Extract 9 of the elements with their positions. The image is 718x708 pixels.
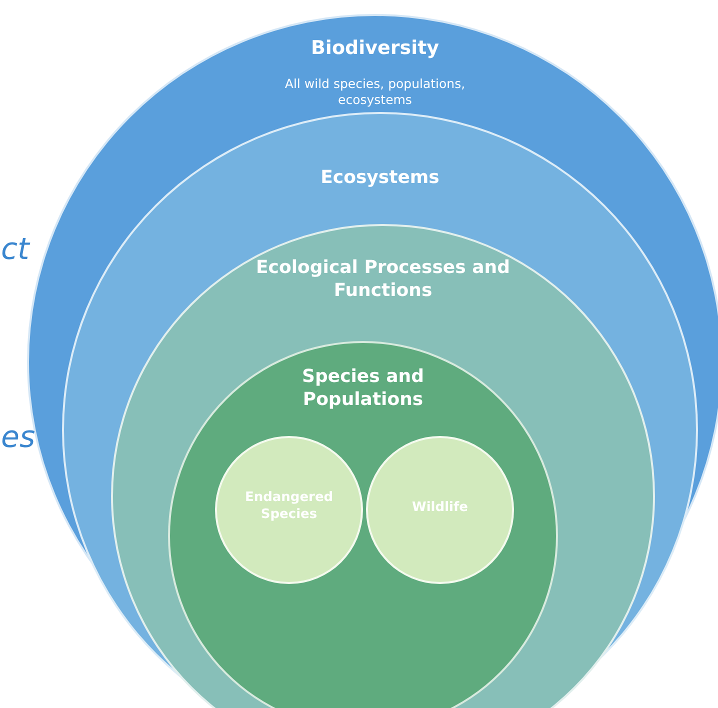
circle-title: Wildlife bbox=[411, 500, 469, 517]
circle-title: Ecological Processes and Functions bbox=[255, 256, 511, 303]
circle-title: Ecosystems bbox=[320, 166, 440, 190]
circle-title: Biodiversity bbox=[310, 36, 440, 61]
cut-off-text: ct bbox=[1, 232, 30, 267]
circle-title: Species and Populations bbox=[301, 365, 425, 412]
circle-description: All wild species, populations, ecosystems bbox=[284, 76, 466, 108]
circle-title: Endangered Species bbox=[244, 490, 334, 524]
cut-off-text: es bbox=[1, 420, 36, 455]
